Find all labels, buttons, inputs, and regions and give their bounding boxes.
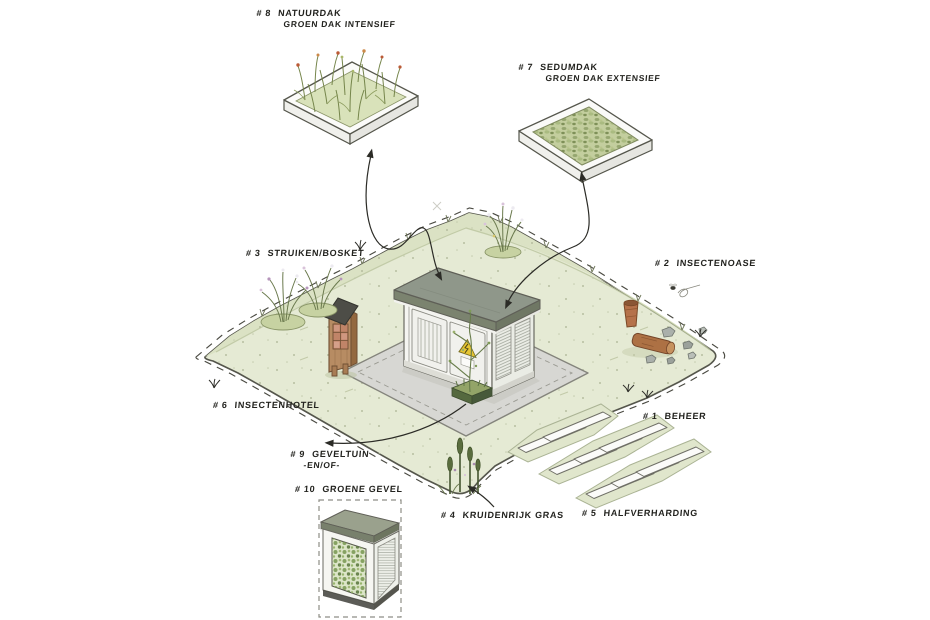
groene-gevel-inset bbox=[318, 499, 402, 618]
insectenoase bbox=[622, 283, 708, 365]
grass-tufts bbox=[208, 239, 707, 399]
bee-flight-path bbox=[677, 284, 701, 298]
shrub-clumps bbox=[259, 264, 343, 331]
insect-hotel-cells bbox=[332, 323, 349, 350]
bee-icon bbox=[669, 283, 701, 298]
geveltuin-planter bbox=[450, 379, 494, 405]
mound-flower-clump bbox=[483, 202, 524, 259]
arrow-roof-to-sedumdak bbox=[506, 176, 590, 305]
sedumdak-panel bbox=[518, 98, 653, 184]
insect-hotel bbox=[324, 297, 359, 379]
sedum-surface bbox=[531, 106, 640, 166]
door-louver-vent bbox=[417, 317, 442, 365]
louver-grille bbox=[514, 317, 531, 373]
halfverharding-paver-path bbox=[507, 403, 712, 509]
insect-hotel-roof bbox=[324, 297, 359, 326]
paver-slats bbox=[517, 411, 705, 499]
kruidenrijk-gras-plants bbox=[436, 437, 482, 495]
log bbox=[631, 332, 676, 355]
stones bbox=[645, 326, 708, 365]
arrow-planter-to-label bbox=[329, 403, 467, 444]
natuurdak-panel bbox=[283, 49, 419, 146]
natuurdak-tall-plants bbox=[293, 49, 402, 121]
building-right-face bbox=[491, 308, 535, 397]
inset-louver-panel bbox=[377, 537, 396, 601]
lightning-bolt-icon bbox=[464, 343, 469, 354]
arrow-roof-to-natuurdak bbox=[365, 154, 441, 277]
louver-grille bbox=[495, 325, 512, 381]
climbing-plant bbox=[448, 309, 491, 393]
ridge-grass-ticks bbox=[259, 214, 686, 331]
terracotta-pot bbox=[623, 299, 639, 328]
substation-building bbox=[393, 267, 541, 405]
